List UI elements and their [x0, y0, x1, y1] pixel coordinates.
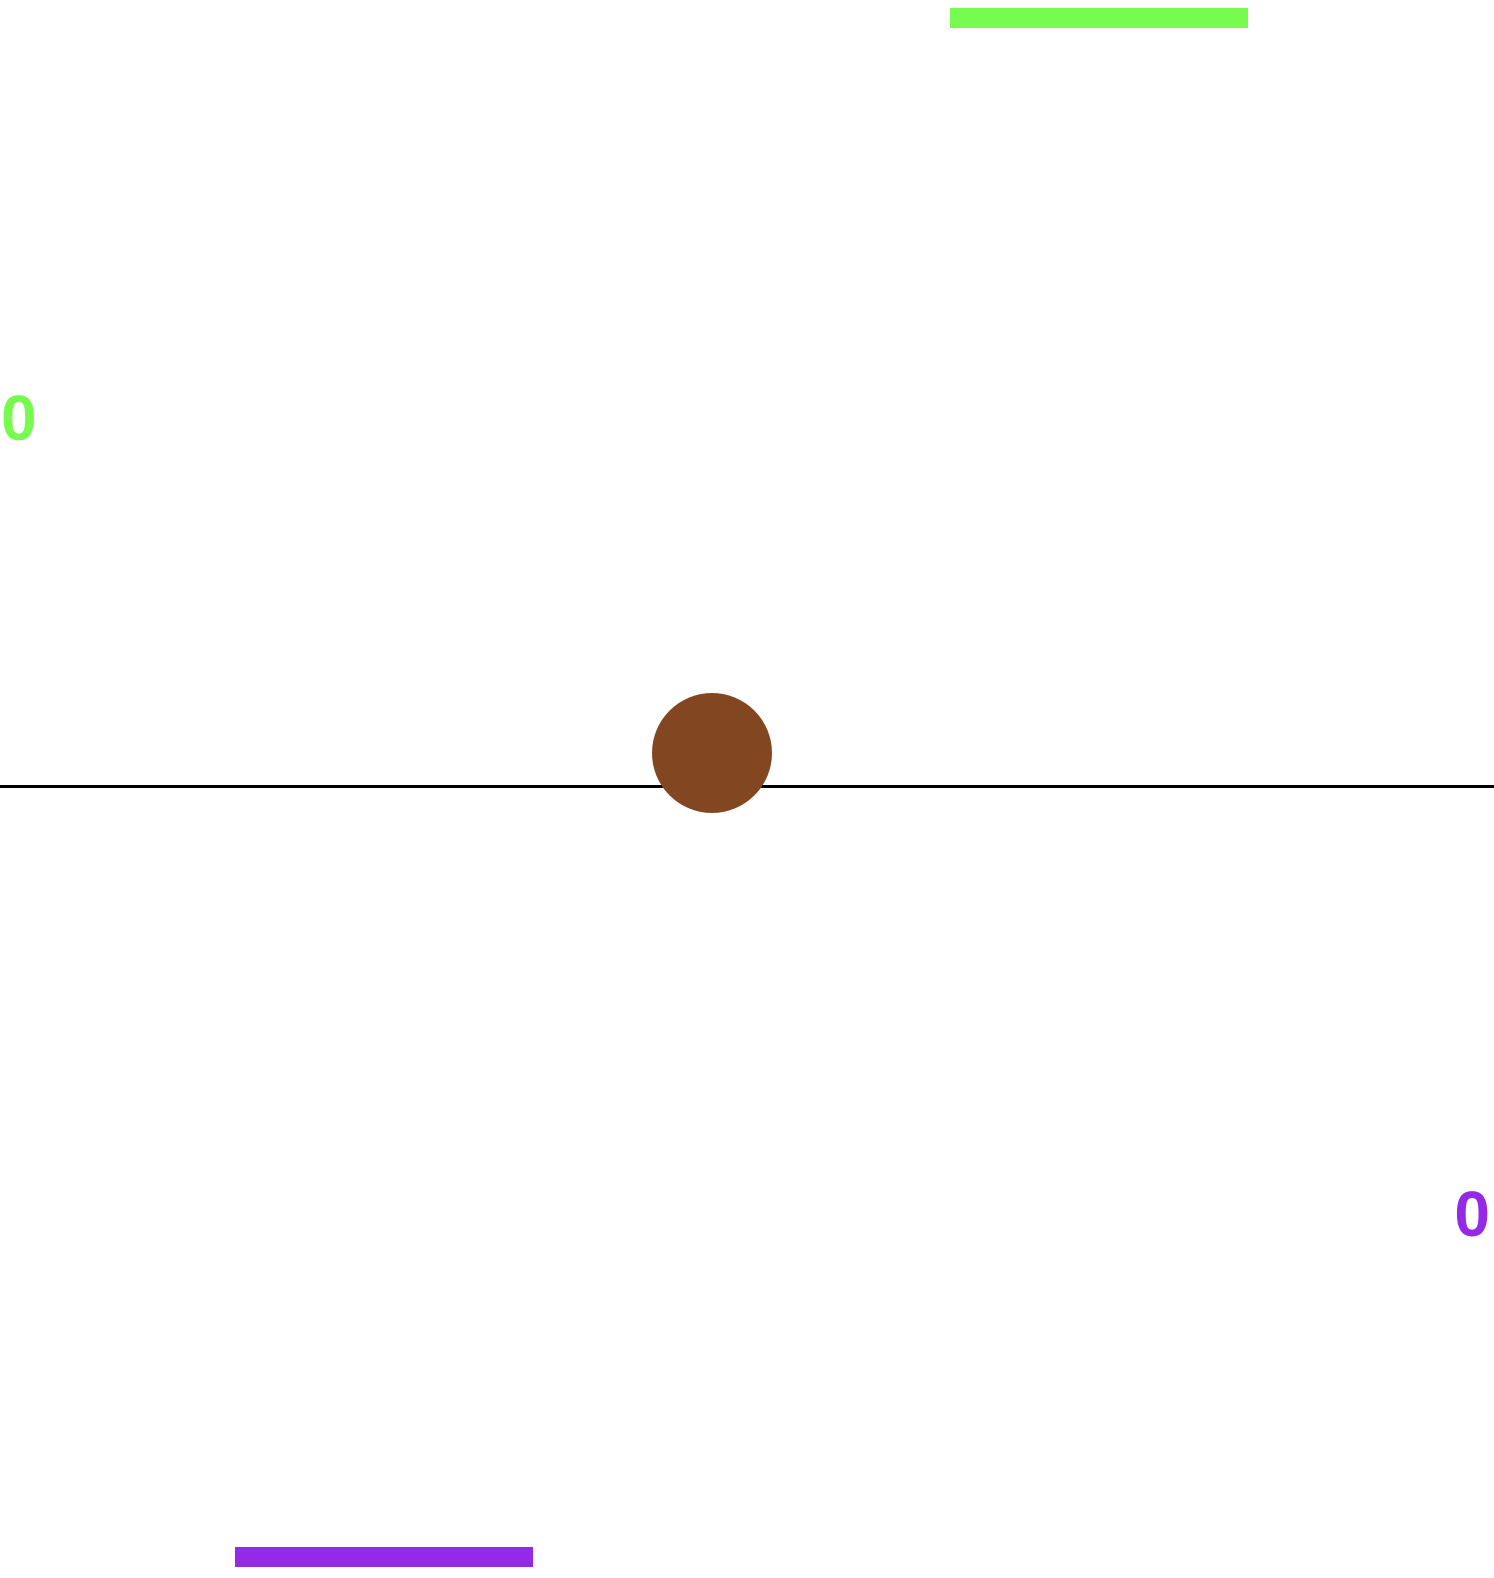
top-player-score: 0 [1, 382, 37, 454]
bottom-paddle[interactable] [235, 1547, 533, 1567]
top-paddle[interactable] [950, 8, 1248, 28]
bottom-player-score: 0 [1454, 1178, 1490, 1250]
ball [652, 693, 772, 813]
